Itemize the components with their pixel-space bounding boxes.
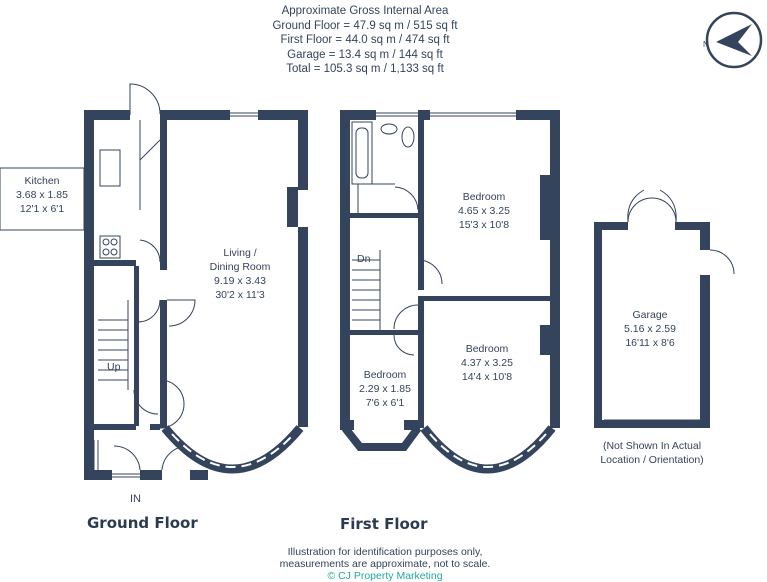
- garage-name: Garage: [632, 309, 667, 321]
- living-room-label: Living / Dining Room 9.19 x 3.43 30'2 x …: [210, 247, 271, 301]
- compass-letter: N: [703, 40, 709, 49]
- compass-icon: N: [703, 11, 763, 69]
- bedroom-front-imperial: 14'4 x 10'8: [462, 371, 512, 383]
- living-metric: 9.19 x 3.43: [214, 275, 266, 287]
- garage-imperial: 16'11 x 8'6: [625, 337, 675, 349]
- living-name-1: Living /: [223, 247, 256, 259]
- stairs-up-label: Up: [107, 361, 121, 373]
- area-summary: Approximate Gross Internal Area Ground F…: [200, 4, 530, 77]
- bedroom-front-metric: 4.37 x 3.25: [461, 357, 513, 369]
- disclaimer: Illustration for identification purposes…: [200, 546, 570, 582]
- kitchen-name: Kitchen: [24, 175, 59, 187]
- living-name-2: Dining Room: [210, 261, 271, 273]
- garage-walls: [594, 222, 710, 428]
- area-garage: Garage = 13.4 sq m / 144 sq ft: [287, 48, 443, 61]
- garage-fittings: [596, 189, 735, 421]
- credit-line: © CJ Property Marketing: [327, 570, 443, 582]
- first-floor-title: First Floor: [340, 515, 428, 533]
- area-ground-floor: Ground Floor = 47.9 sq m / 515 sq ft: [272, 19, 458, 32]
- bedroom-front-label: Bedroom 4.37 x 3.25 14'4 x 10'8: [461, 343, 513, 383]
- ground-floor-walls: [84, 110, 308, 480]
- ground-floor-title: Ground Floor: [87, 514, 198, 532]
- entrance-label: IN: [130, 493, 141, 505]
- bedroom-rear-name: Bedroom: [463, 191, 506, 203]
- living-imperial: 30'2 x 11'3: [215, 289, 265, 301]
- kitchen-metric: 3.68 x 1.85: [16, 189, 68, 201]
- bedroom-small-label: Bedroom 2.29 x 1.85 7'6 x 6'1: [359, 369, 411, 409]
- garage-label: Garage 5.16 x 2.59 16'11 x 8'6 (Not Show…: [600, 309, 703, 466]
- bedroom-small-name: Bedroom: [364, 369, 407, 381]
- garage-metric: 5.16 x 2.59: [624, 323, 676, 335]
- ground-floor-fittings: [93, 83, 258, 478]
- bedroom-front-name: Bedroom: [466, 343, 509, 355]
- bedroom-rear-imperial: 15'3 x 10'8: [459, 219, 509, 231]
- first-floor-walls: [340, 110, 560, 430]
- first-floor-bay-windows: [341, 425, 556, 474]
- garage-note-1: (Not Shown In Actual: [603, 440, 701, 452]
- bedroom-small-imperial: 7'6 x 6'1: [366, 397, 405, 409]
- area-first-floor: First Floor = 44.0 sq m / 474 sq ft: [280, 34, 450, 46]
- area-total: Total = 105.3 sq m / 1,133 sq ft: [286, 63, 444, 75]
- first-floor-fittings: [351, 112, 516, 451]
- kitchen-label: Kitchen 3.68 x 1.85 12'1 x 6'1: [0, 167, 85, 231]
- garage-note-2: Location / Orientation): [600, 454, 703, 466]
- bedroom-small-metric: 2.29 x 1.85: [359, 383, 411, 395]
- ground-floor-bay-window: [161, 425, 304, 474]
- disclaimer-line-2: measurements are approximate, not to sca…: [279, 558, 491, 570]
- disclaimer-line-1: Illustration for identification purposes…: [287, 546, 483, 558]
- area-heading: Approximate Gross Internal Area: [281, 5, 449, 17]
- bedroom-rear-label: Bedroom 4.65 x 3.25 15'3 x 10'8: [458, 191, 510, 231]
- kitchen-imperial: 12'1 x 6'1: [20, 203, 64, 215]
- kitchen-callout-box: [0, 167, 85, 231]
- bedroom-rear-metric: 4.65 x 3.25: [458, 205, 510, 217]
- stairs-down-label: Dn: [357, 253, 371, 265]
